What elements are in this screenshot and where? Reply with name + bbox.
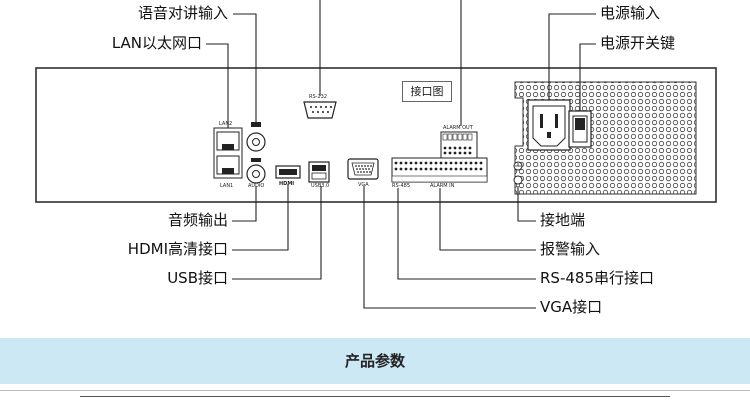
rs232-port: [303, 101, 337, 119]
power-input-socket: [527, 99, 571, 151]
hdmi-text: HDMI: [279, 181, 295, 187]
lan1-text: LAN1: [220, 183, 234, 189]
power-switch-label: 电源开关键: [600, 34, 676, 52]
lan-ports: [213, 127, 243, 179]
vga-text: VGA: [358, 182, 369, 188]
audio-output-label: 音频输出: [167, 211, 228, 229]
usb-port: [308, 161, 330, 183]
ground-terminal: [513, 161, 523, 185]
vga-port: [347, 158, 379, 180]
power-switch: [568, 110, 592, 148]
rs485-label: RS-485串行接口: [540, 269, 654, 287]
hdmi-port-label: HDMI高清接口: [127, 240, 228, 258]
panel-diagram-label: 接口图: [402, 81, 452, 102]
hdmi-port: [275, 165, 301, 179]
audio-text: AUDIO: [248, 183, 265, 189]
usb-text: USB3.0: [311, 183, 330, 189]
alarm-in-terminal: [391, 157, 488, 183]
section-band: [0, 338, 750, 384]
lan-port-label: LAN以太网口: [111, 34, 202, 52]
section-divider: [0, 390, 750, 391]
lan2-text: LAN2: [219, 121, 233, 127]
audio-jacks: [246, 122, 266, 184]
table-top-border: [80, 396, 670, 397]
rs232-text: RS-232: [309, 94, 327, 100]
ground-label: 接地端: [540, 211, 586, 229]
leader-lines: [206, 0, 596, 309]
alarm-out-terminal: [440, 131, 478, 159]
usb-port-label: USB接口: [167, 269, 228, 287]
alarm-out-text: ALARM OUT: [443, 125, 473, 131]
alarm-input-label: 报警输入: [540, 240, 601, 258]
alarm-in-text: ALARM IN: [430, 183, 455, 189]
vga-port-label: VGA接口: [540, 298, 603, 316]
section-title: 产品参数: [344, 352, 405, 370]
intercom-input-label: 语音对讲输入: [137, 4, 228, 22]
power-input-label: 电源输入: [600, 4, 661, 22]
rs485-text: RS-485: [392, 183, 410, 189]
